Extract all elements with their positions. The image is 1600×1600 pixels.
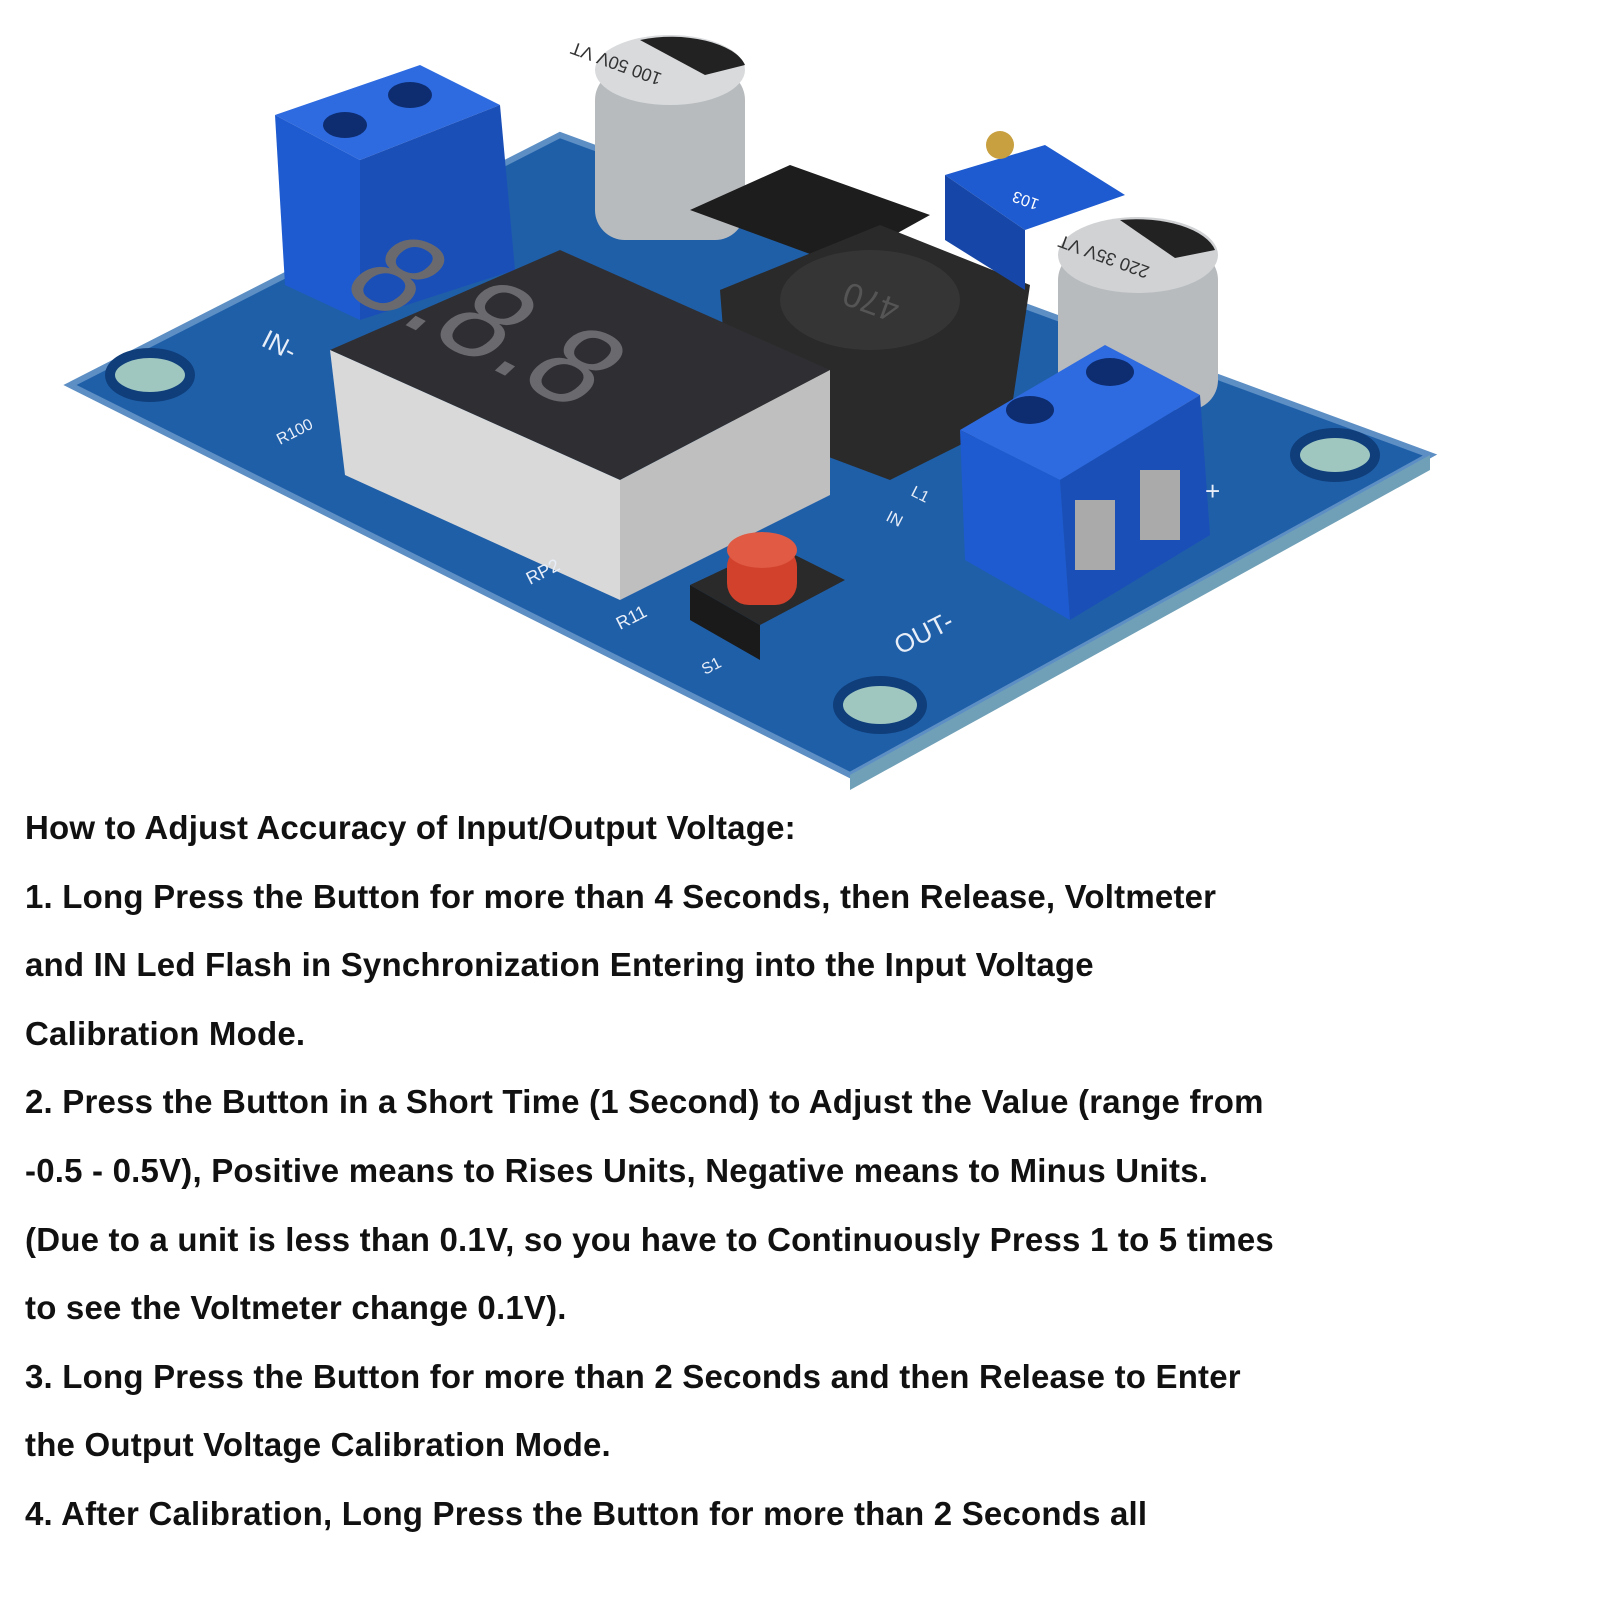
input-terminal-block (275, 65, 515, 320)
instructions-title: How to Adjust Accuracy of Input/Output V… (25, 809, 796, 846)
instruction-line: 1. Long Press the Button for more than 4… (25, 877, 1217, 915)
instruction-line: to see the Voltmeter change 0.1V). (25, 1289, 567, 1327)
instructions: How to Adjust Accuracy of Input/Output V… (25, 805, 1595, 1560)
calibration-push-button (690, 532, 845, 660)
instruction-line: Calibration Mode. (25, 1014, 306, 1052)
instruction-line: the Output Voltage Calibration Mode. (25, 1426, 611, 1464)
trimmer-potentiometer: 103 (945, 131, 1125, 290)
instruction-line: -0.5 - 0.5V), Positive means to Rises Un… (25, 1151, 1209, 1189)
label-in: IN (883, 508, 905, 530)
instruction-line: 2. Press the Button in a Short Time (1 S… (25, 1083, 1264, 1121)
instruction-line: (Due to a unit is less than 0.1V, so you… (25, 1220, 1274, 1258)
instruction-line: 4. After Calibration, Long Press the But… (25, 1494, 1148, 1532)
instruction-line: 3. Long Press the Button for more than 2… (25, 1357, 1241, 1395)
label-plus: + (1205, 476, 1220, 506)
instruction-line: and IN Led Flash in Synchronization Ente… (25, 946, 1094, 984)
output-terminal-block (960, 345, 1210, 620)
mounting-holes (105, 348, 1380, 734)
product-photo-boost-converter-board: 100 50V VT 470 103 220 35V VT 8.8.8 (63, 35, 1438, 790)
label-l1: L1 (908, 483, 932, 506)
